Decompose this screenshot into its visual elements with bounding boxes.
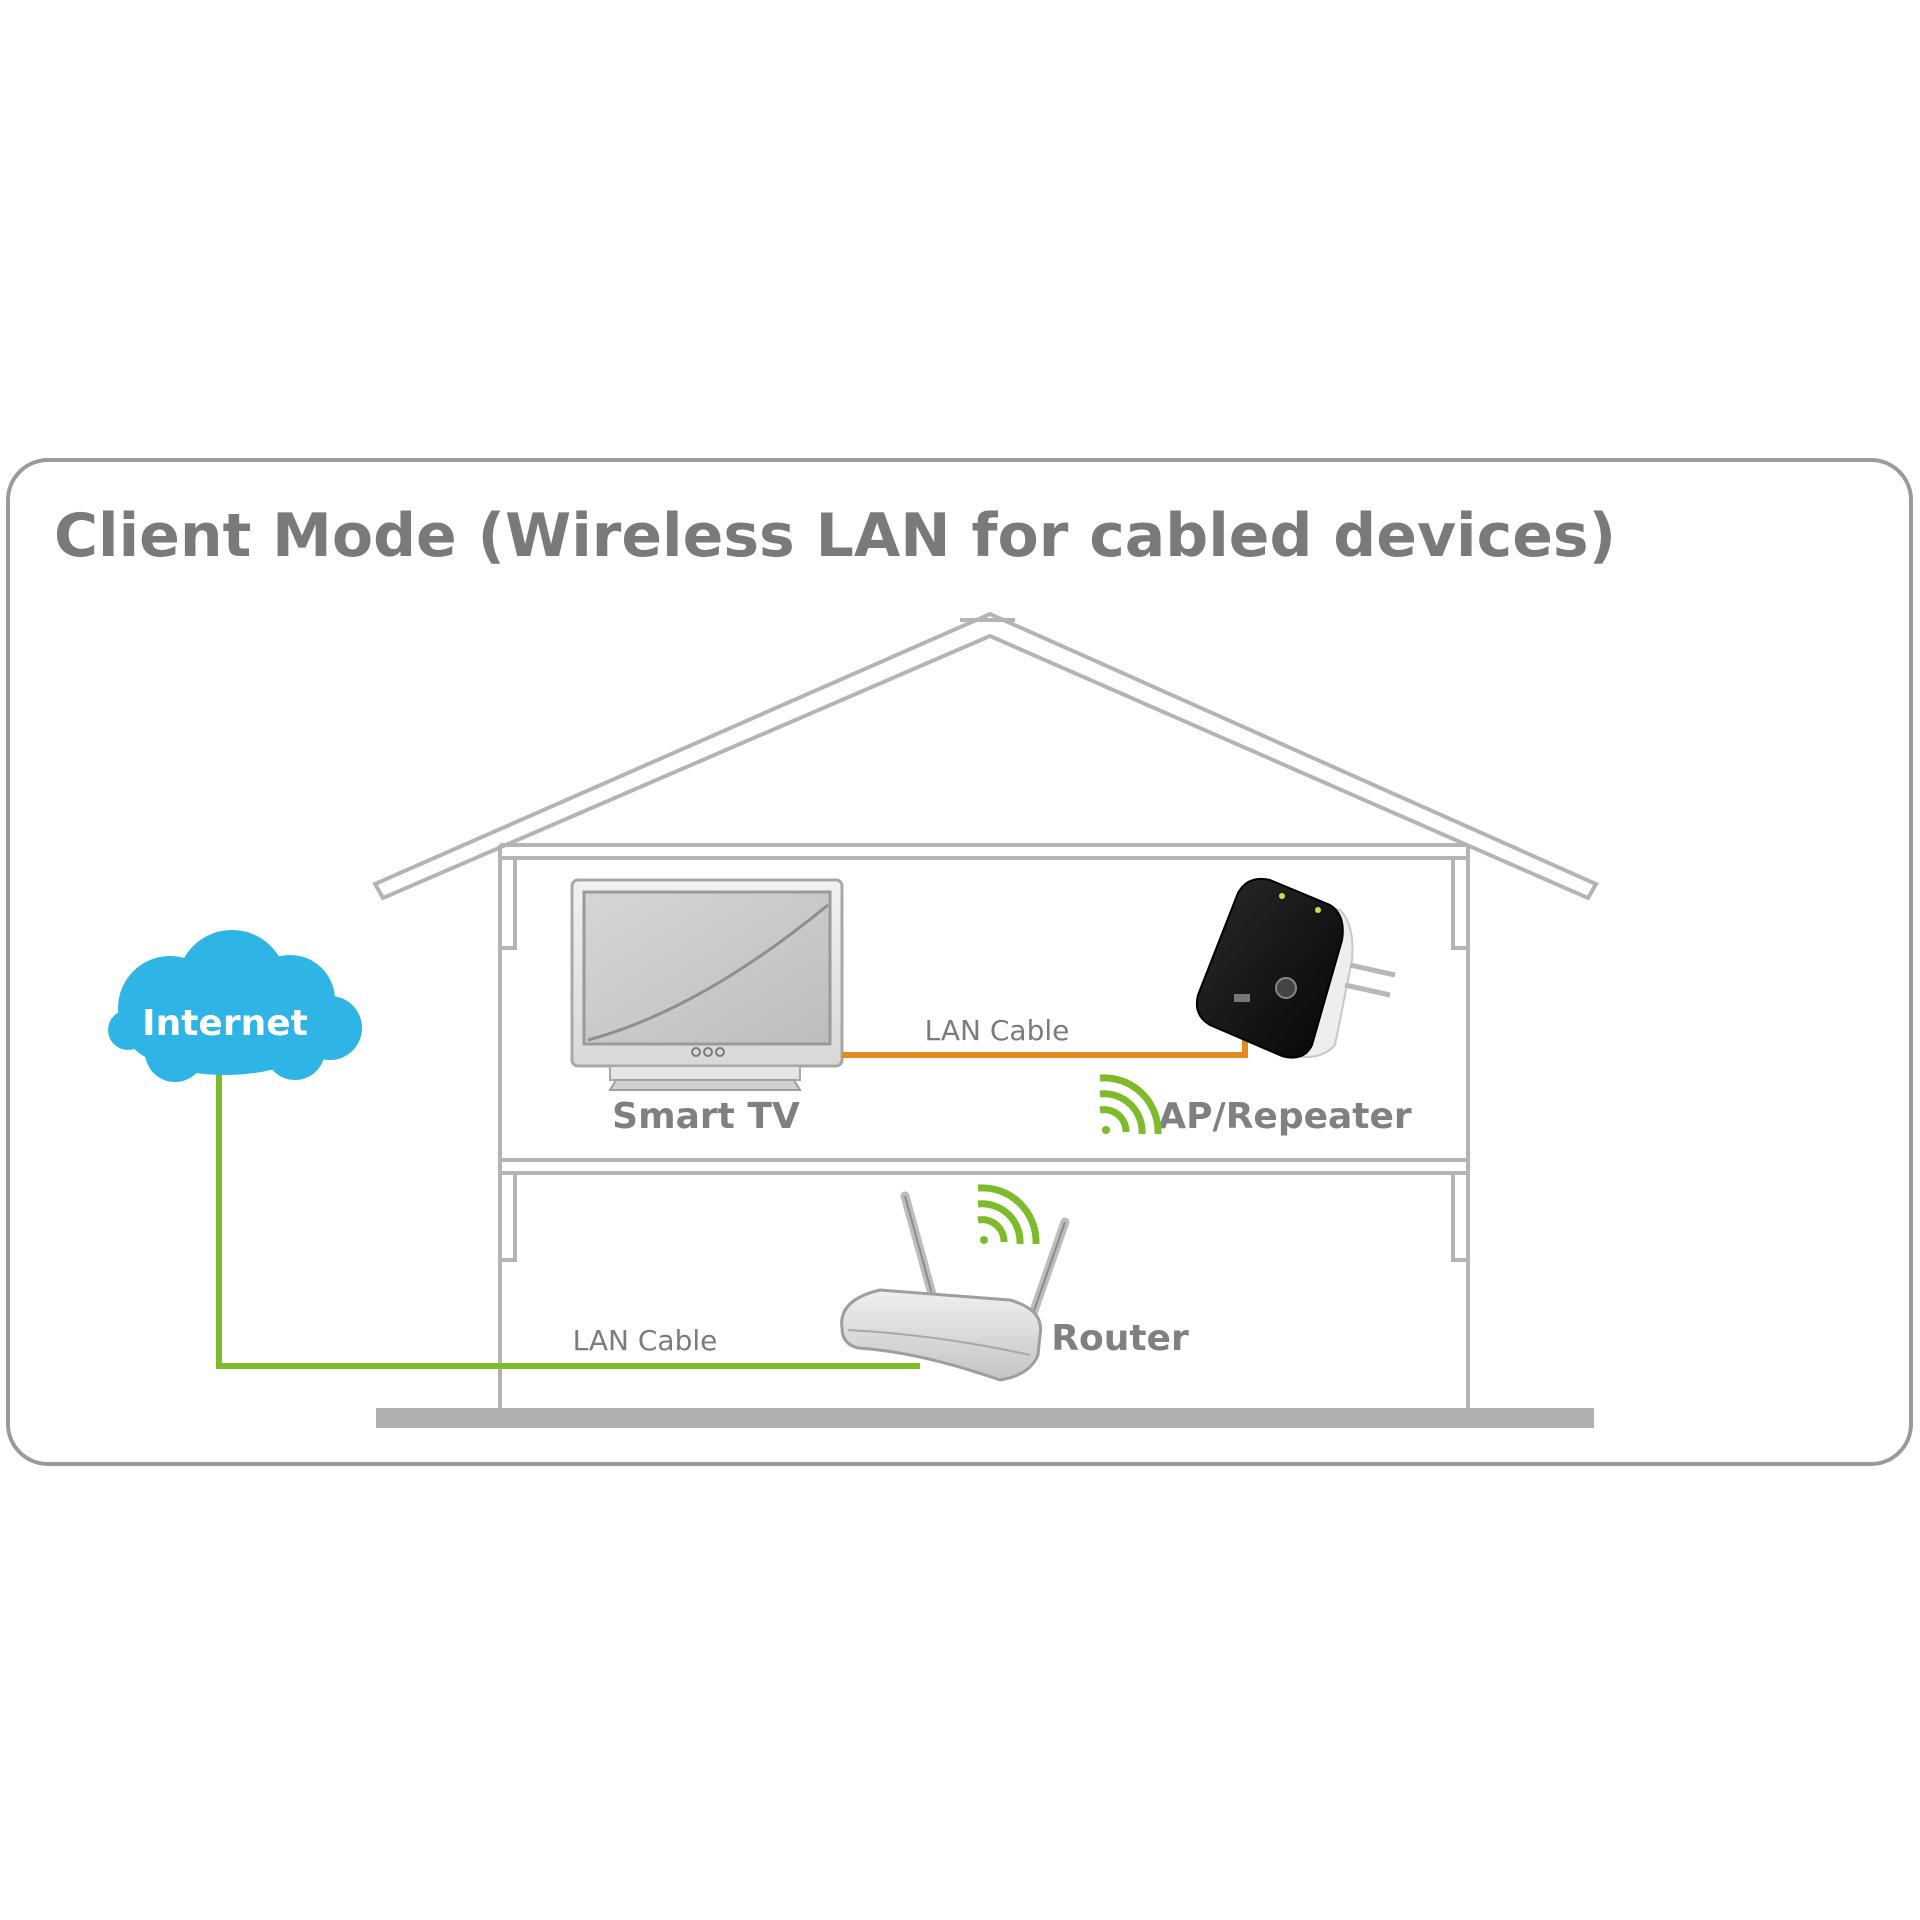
wifi-icon bbox=[1099, 1074, 1162, 1135]
lan-cable-tv-repeater bbox=[842, 1035, 1248, 1058]
house-roof bbox=[372, 611, 1599, 901]
internet-label: Internet bbox=[142, 1003, 308, 1044]
wifi-icon bbox=[977, 1184, 1040, 1245]
tv-icon bbox=[570, 878, 844, 1091]
smart-tv-label: Smart TV bbox=[612, 1096, 800, 1137]
ap-repeater-label: AP/Repeater bbox=[1158, 1096, 1412, 1137]
lan-cable-internet-router bbox=[216, 1068, 920, 1369]
diagram-frame bbox=[6, 458, 1913, 1466]
router-label: Router bbox=[1051, 1318, 1189, 1359]
lan-cable-lower-label: LAN Cable bbox=[573, 1324, 718, 1357]
router-icon bbox=[840, 1191, 1070, 1382]
house-walls bbox=[498, 843, 1470, 1410]
ground-line bbox=[376, 1408, 1594, 1428]
repeater-icon bbox=[1195, 877, 1396, 1059]
diagram-title: Client Mode (Wireless LAN for cabled dev… bbox=[54, 501, 1616, 571]
cloud-icon bbox=[108, 930, 362, 1082]
lan-cable-upper-label: LAN Cable bbox=[925, 1014, 1070, 1047]
